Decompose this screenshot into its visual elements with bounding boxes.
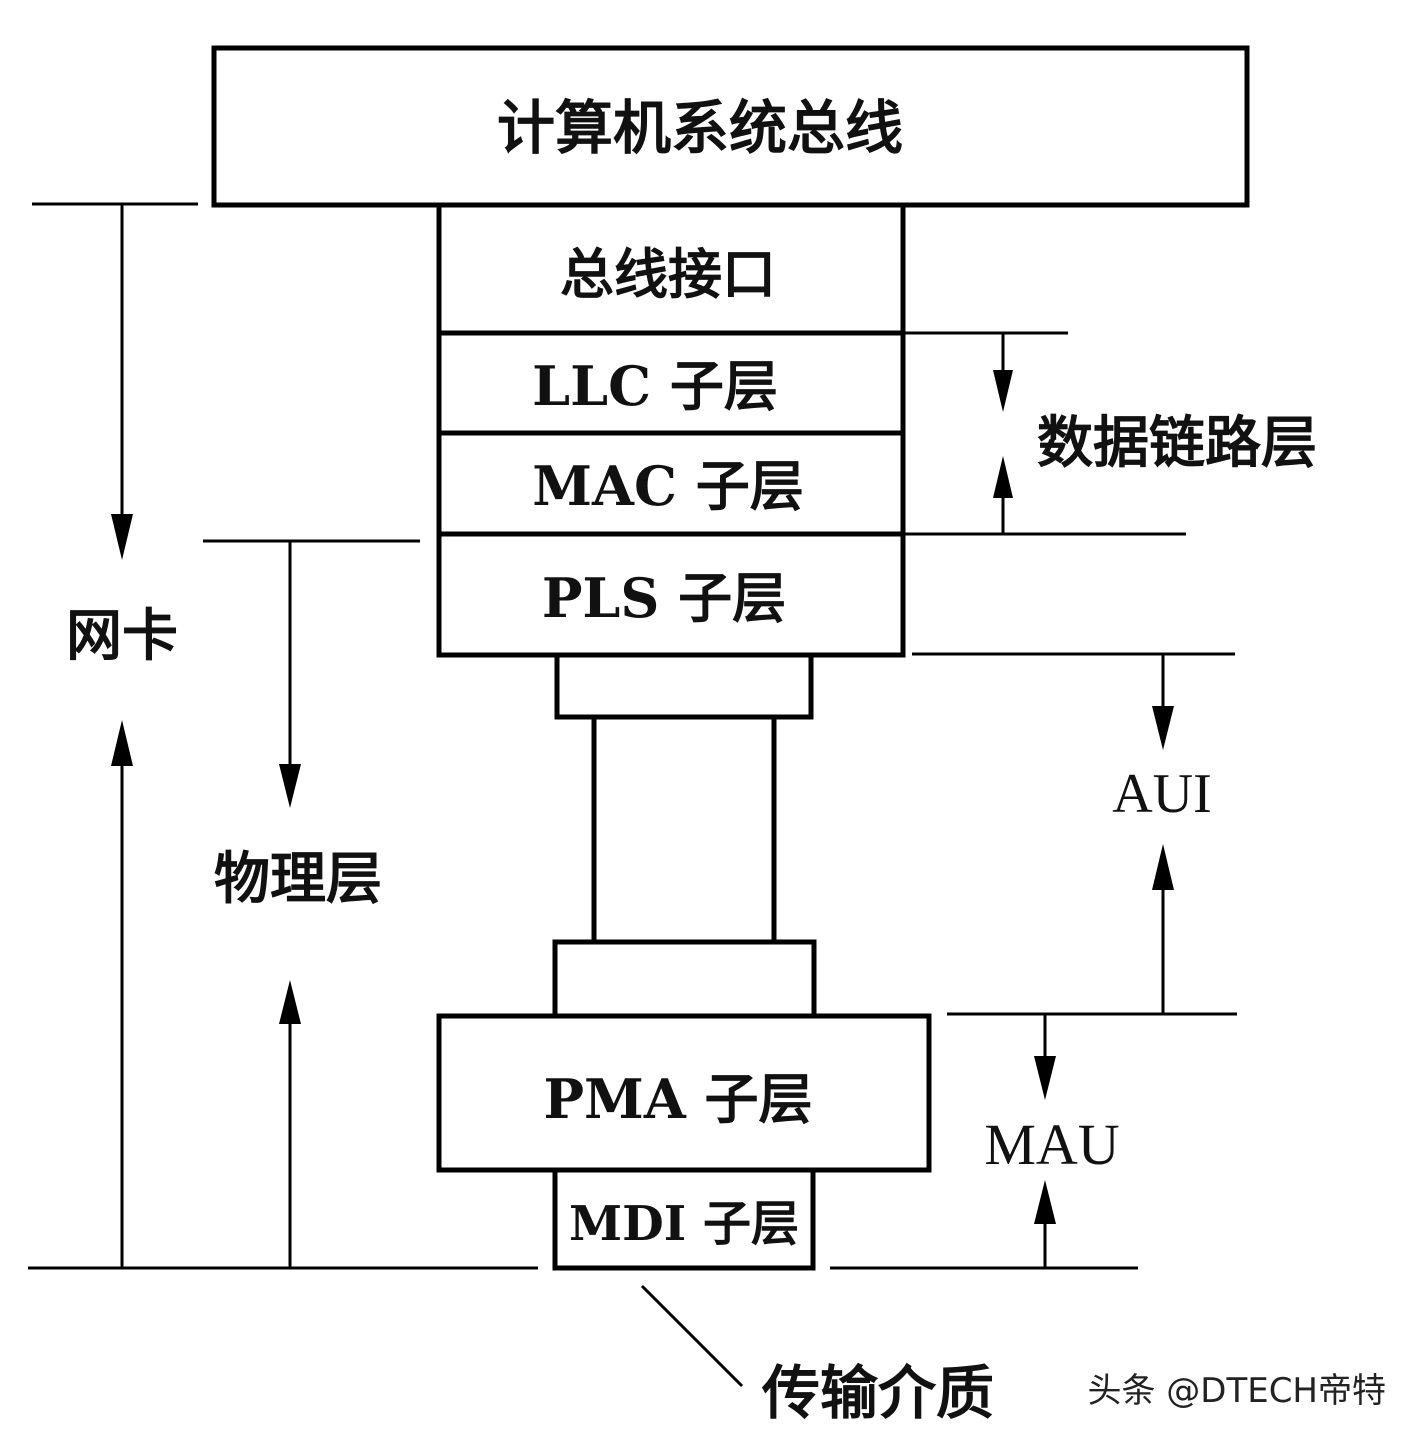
system-bus-label: 计算机系统总线: [497, 94, 903, 162]
physical-layer-down-arrowhead: [279, 764, 301, 808]
physical-layer-label: 物理层: [214, 846, 382, 912]
network-card-up-arrowhead: [111, 720, 133, 766]
network-card-down-arrowhead: [111, 514, 133, 560]
mac-sublayer-label: MAC 子层: [532, 454, 803, 518]
aui-down-arrowhead: [1152, 706, 1174, 750]
llc-sublayer-label: LLC 子层: [532, 354, 778, 418]
mdi-sublayer-label: MDI 子层: [569, 1196, 799, 1252]
mac-sublayer-box: [436, 430, 906, 537]
mau-up-arrowhead: [1034, 1180, 1056, 1224]
transmission-medium-leader: [640, 1284, 744, 1388]
network-card-label: 网卡: [66, 603, 178, 669]
data-link-layer-label: 数据链路层: [1037, 410, 1317, 476]
pls-sublayer-label: PLS 子层: [542, 566, 786, 630]
pma-sublayer-label: PMA 子层: [543, 1067, 812, 1131]
bus-interface-box: [436, 202, 906, 336]
data-link-up-arrowhead: [993, 456, 1013, 498]
physical-layer-up-arrowhead: [279, 980, 301, 1024]
mau-label: MAU: [984, 1112, 1119, 1177]
bus-interface-label: 总线接口: [560, 242, 776, 306]
pma-sublayer-box: [436, 1013, 932, 1173]
aui-lower-connector: [552, 939, 817, 1019]
aui-up-arrowhead: [1152, 844, 1174, 890]
aui-upper-connector: [554, 652, 814, 720]
mau-down-arrowhead: [1034, 1056, 1056, 1100]
mdi-sublayer-box: [552, 1167, 816, 1271]
data-link-down-arrowhead: [993, 370, 1013, 412]
watermark-text: 头条 @DTECH帝特: [1087, 1371, 1386, 1411]
aui-label: AUI: [1112, 763, 1212, 825]
transmission-medium-label: 传输介质: [761, 1359, 994, 1427]
system-bus-box: [211, 45, 1250, 208]
